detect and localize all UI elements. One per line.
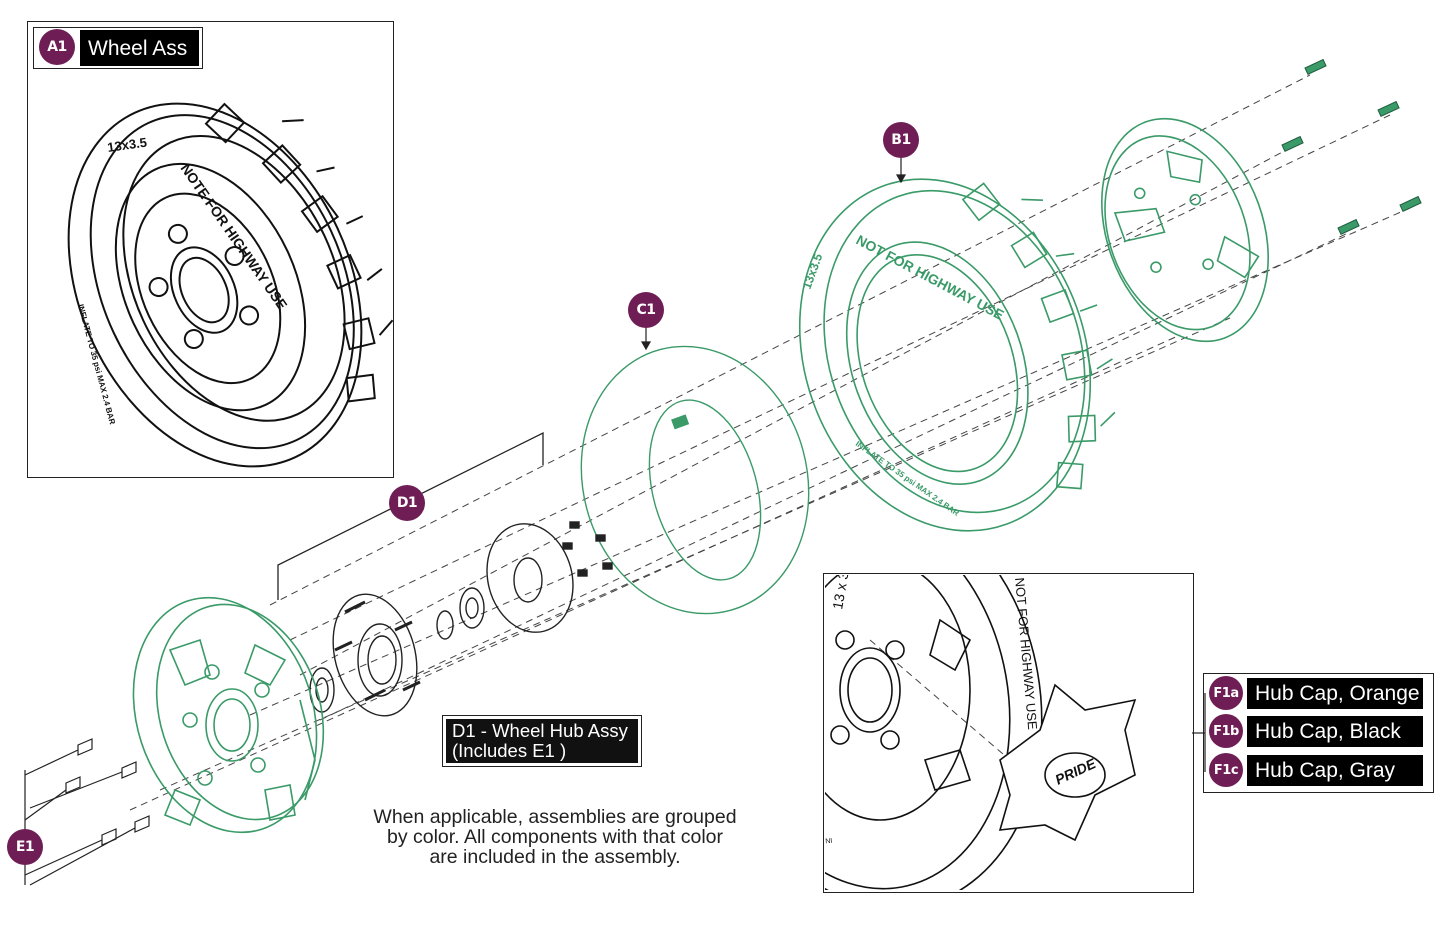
a1-label-frame bbox=[33, 27, 203, 69]
note-line1: When applicable, assemblies are grouped bbox=[373, 806, 737, 828]
note-line2: by color. All components with that color bbox=[386, 826, 723, 848]
callout-b1: B1 bbox=[883, 122, 919, 158]
rim-bolts bbox=[1281, 58, 1422, 236]
hub-cap-labels-frame bbox=[1203, 673, 1434, 793]
explode-lines bbox=[129, 74, 1411, 811]
tire-b1: 13x3.5 NOT FOR HIGHWAY USE INFLATE TO 35… bbox=[798, 178, 1116, 532]
lug-nuts-e1 bbox=[65, 738, 150, 846]
callout-e1: E1 bbox=[7, 829, 43, 865]
callout-d1: D1 bbox=[389, 485, 425, 521]
svg-text:13x3.5: 13x3.5 bbox=[106, 135, 147, 155]
d1-label-line2: (Includes E1 ) bbox=[452, 740, 567, 761]
hub-cap-inset-frame bbox=[823, 573, 1194, 893]
assembly-color-note: When applicable, assemblies are grouped … bbox=[355, 807, 755, 867]
rim-rear-half bbox=[1101, 117, 1269, 343]
svg-text:INFLATE TO 35 psi MAX 2.4 BAR: INFLATE TO 35 psi MAX 2.4 BAR bbox=[854, 439, 961, 518]
callout-f1b: F1b bbox=[1209, 714, 1243, 748]
a1-label: Wheel Ass bbox=[80, 30, 199, 66]
hub-cap-gray-label: Hub Cap, Gray bbox=[1247, 755, 1423, 786]
d1-label-box: D1 - Wheel Hub Assy (Includes E1 ) bbox=[442, 715, 642, 767]
callout-f1c: F1c bbox=[1209, 753, 1243, 787]
callout-f1a: F1a bbox=[1209, 676, 1243, 710]
callout-c1: C1 bbox=[628, 292, 664, 328]
d1-label-line1: D1 - Wheel Hub Assy bbox=[452, 720, 628, 741]
note-line3: are included in the assembly. bbox=[429, 846, 681, 868]
hub-cap-orange-label: Hub Cap, Orange bbox=[1247, 678, 1423, 709]
callout-a1: A1 bbox=[39, 29, 75, 65]
svg-text:13x3.5: 13x3.5 bbox=[800, 251, 826, 291]
callout-leaders bbox=[640, 158, 1206, 772]
hub-assembly-d1 bbox=[309, 521, 613, 717]
rim-front-half bbox=[132, 596, 325, 834]
e1-leader-lines bbox=[24, 749, 136, 886]
svg-text:INFLATE TO 35 psi MAX 2.4 BAR: INFLATE TO 35 psi MAX 2.4 BAR bbox=[727, 836, 833, 852]
hub-cap-black-label: Hub Cap, Black bbox=[1247, 716, 1423, 747]
wheel-assembly-inset-frame bbox=[27, 21, 394, 478]
inner-tube-c1 bbox=[580, 345, 810, 615]
